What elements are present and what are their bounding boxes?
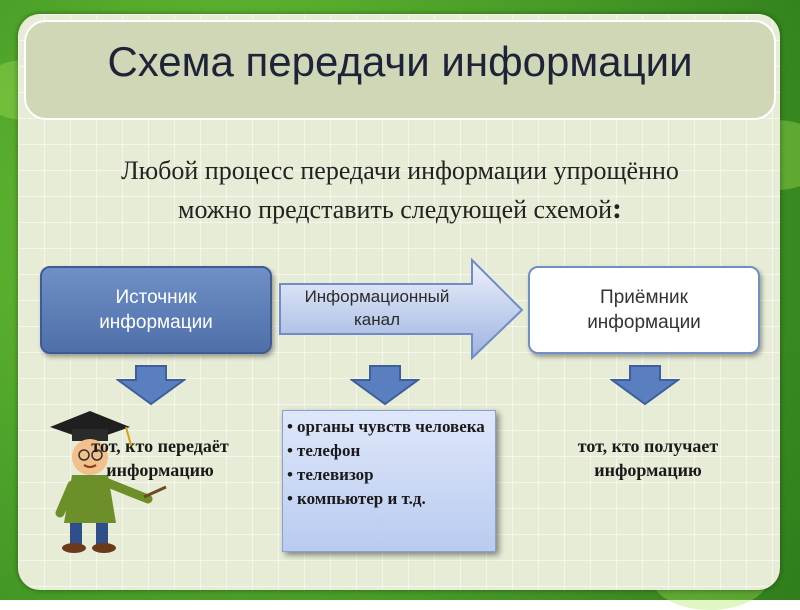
source-label-line-2: информации <box>99 312 213 333</box>
subtitle-colon: : <box>612 192 622 225</box>
source-note-line-2: информацию <box>106 460 214 480</box>
title-bar <box>24 20 776 120</box>
list-item: компьютер и т.д. <box>287 487 489 511</box>
down-arrow-icon <box>610 365 680 406</box>
receiver-box: Приёмник информации <box>528 266 760 354</box>
scholar-character-image <box>50 411 167 553</box>
receiver-note-line-1: тот, кто получает <box>577 436 719 456</box>
right-arrow-icon <box>279 258 524 361</box>
receiver-label-line-1: Приёмник <box>600 287 688 308</box>
subtitle: Любой процесс передачи информации упрощё… <box>60 152 740 229</box>
list-item: телевизор <box>287 463 489 487</box>
receiver-note-line-2: информацию <box>594 460 702 480</box>
source-label-line-1: Источник <box>115 287 197 308</box>
subtitle-line-2: можно представить следующей схемой: <box>60 190 740 229</box>
down-arrow-icon <box>116 365 186 406</box>
subtitle-line-2-text: можно представить следующей схемой <box>178 195 612 224</box>
receiver-note: тот, кто получает информацию <box>548 434 748 482</box>
channel-label: Информационный канал <box>282 285 472 331</box>
channel-examples-box: органы чувств человека телефон телевизор… <box>282 410 496 552</box>
channel-label-line-2: канал <box>353 310 401 329</box>
channel-examples-list: органы чувств человека телефон телевизор… <box>287 415 489 511</box>
source-box: Источник информации <box>40 266 272 354</box>
source-note-line-1: тот, кто передаёт <box>91 436 229 456</box>
list-item: телефон <box>287 439 489 463</box>
receiver-label-line-2: информации <box>587 312 701 333</box>
down-arrow-icon <box>350 365 420 406</box>
page-title: Схема передачи информации <box>107 38 693 85</box>
source-note: тот, кто передаёт информацию <box>60 434 260 482</box>
subtitle-line-1: Любой процесс передачи информации упрощё… <box>121 156 679 185</box>
channel-label-line-1: Информационный <box>304 287 450 306</box>
list-item: органы чувств человека <box>287 415 489 439</box>
